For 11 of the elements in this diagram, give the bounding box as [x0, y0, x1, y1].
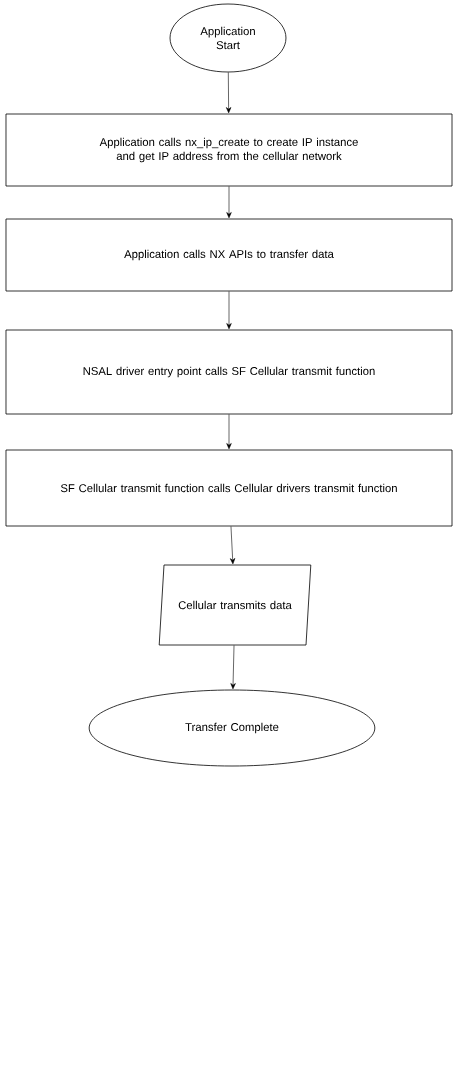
arrow — [226, 186, 232, 219]
arrow — [230, 526, 236, 565]
arrow — [226, 414, 232, 450]
process-box: NSAL driver entry point calls SF Cellular transmit function — [5, 329, 453, 415]
data-parallelogram: Cellular transmits data — [158, 564, 312, 646]
process-box: Application calls NX APIs to transfer data — [5, 218, 453, 292]
process-box: Application calls nx_ip_create to create IP instance and get IP address from the cellular network — [5, 113, 453, 187]
arrow — [226, 291, 232, 330]
process-box: SF Cellular transmit function calls Cellular drivers transmit function — [5, 449, 453, 527]
arrow — [226, 72, 232, 114]
arrow — [230, 645, 236, 690]
